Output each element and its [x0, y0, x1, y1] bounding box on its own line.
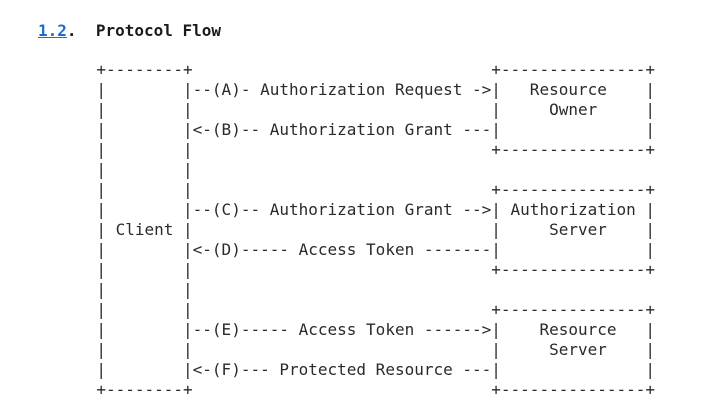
section-heading: 1.2. Protocol Flow: [38, 19, 221, 43]
diagram-line: | |--(A)- Authorization Request ->| Reso…: [0, 80, 656, 99]
diagram-line: | | | Server |: [0, 340, 656, 359]
diagram-line: +--------+ +---------------+: [0, 380, 656, 399]
section-title: Protocol Flow: [95, 21, 222, 40]
diagram-line: | | +---------------+: [0, 260, 656, 279]
diagram-line: | | +---------------+: [0, 180, 656, 199]
diagram-line: | |: [0, 160, 193, 179]
diagram-line: | | +---------------+: [0, 300, 656, 319]
diagram-line: | |<-(B)-- Authorization Grant ---| |: [0, 120, 656, 139]
diagram-line: | |--(E)----- Access Token ------>| Reso…: [0, 320, 656, 339]
section-number-separator: .: [66, 21, 77, 40]
diagram-line: | |<-(F)--- Protected Resource ---| |: [0, 360, 656, 379]
diagram-line: | Client | | Server |: [0, 220, 656, 239]
diagram-line: | |: [0, 280, 193, 299]
diagram-line: +--------+ +---------------+: [0, 60, 656, 79]
diagram-line: | | +---------------+: [0, 140, 656, 159]
diagram-line: | |--(C)-- Authorization Grant -->| Auth…: [0, 200, 656, 219]
protocol-flow-diagram: +--------+ +---------------+ | |--(A)- A…: [0, 60, 655, 400]
diagram-line: | | | Owner |: [0, 100, 656, 119]
diagram-line: | |<-(D)----- Access Token -------| |: [0, 240, 656, 259]
section-number-link[interactable]: 1.2: [38, 21, 67, 40]
